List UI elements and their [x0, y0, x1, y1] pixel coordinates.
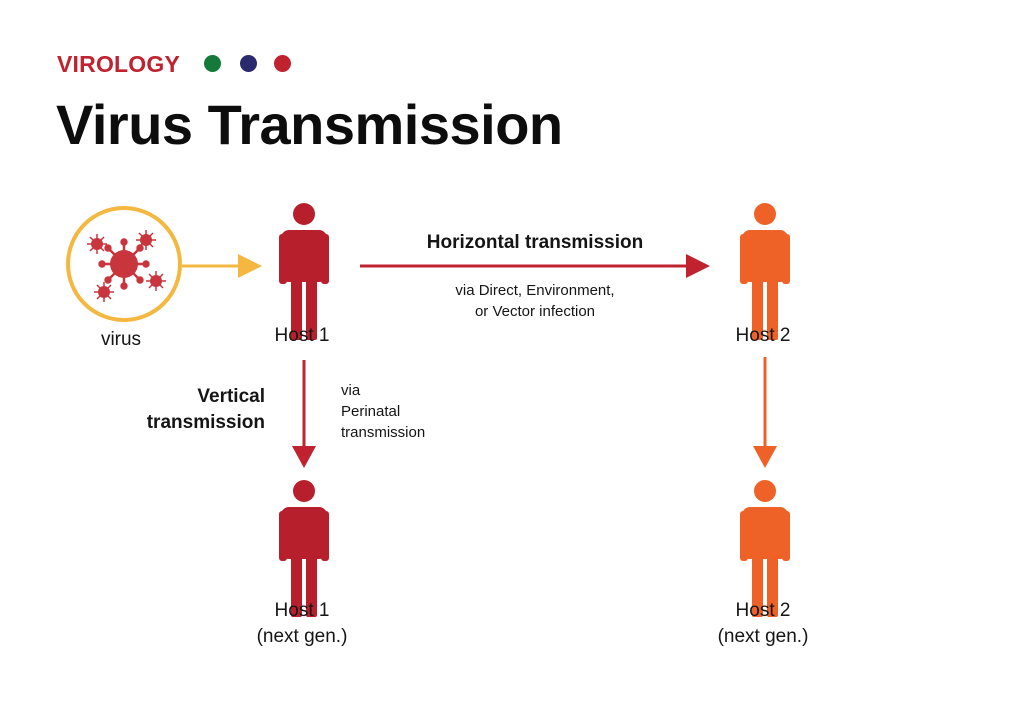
host2-next-name: Host 2: [735, 600, 791, 621]
vertical-note-line2: Perinatal: [341, 403, 401, 420]
host1-next-gen: (next gen.): [256, 626, 348, 647]
vertical-transmission-note: via Perinatal transmission: [341, 380, 425, 443]
host2-next-gen: (next gen.): [717, 626, 809, 647]
vertical-title-line2: transmission: [146, 412, 265, 433]
host1-label: Host 1: [274, 325, 330, 346]
virus-icon: [66, 206, 182, 322]
virus-to-host1-arrow: [182, 254, 262, 278]
host2-next-person-icon: [740, 480, 790, 617]
horizontal-arrow: [360, 254, 710, 278]
vertical-note-line3: transmission: [341, 424, 426, 441]
host2-next-label: Host 2 (next gen.): [718, 598, 809, 650]
green-dot: [204, 55, 221, 72]
vertical-note-line1: via: [341, 382, 361, 399]
page-title: Virus Transmission: [56, 93, 563, 156]
navy-dot: [240, 55, 257, 72]
host2-person-icon: [740, 203, 790, 340]
virus-label: virus: [100, 329, 142, 350]
vertical-arrow-host1: [292, 360, 316, 468]
host1-next-name: Host 1: [274, 600, 330, 621]
vertical-transmission-title: Vertical transmission: [147, 384, 265, 436]
host1-next-label: Host 1 (next gen.): [257, 598, 348, 650]
vertical-arrow-host2: [753, 357, 777, 468]
horizontal-note-line2: or Vector infection: [474, 303, 596, 320]
host1-person-icon: [279, 203, 329, 340]
vertical-title-line1: Vertical: [197, 386, 265, 407]
host1-next-person-icon: [279, 480, 329, 617]
category-label: VIROLOGY: [57, 51, 181, 77]
horizontal-transmission-note: via Direct, Environment, or Vector infec…: [455, 280, 614, 322]
host2-label: Host 2: [735, 325, 791, 346]
horizontal-transmission-title: Horizontal transmission: [426, 232, 644, 253]
red-dot: [274, 55, 291, 72]
horizontal-note-line1: via Direct, Environment,: [455, 282, 615, 299]
